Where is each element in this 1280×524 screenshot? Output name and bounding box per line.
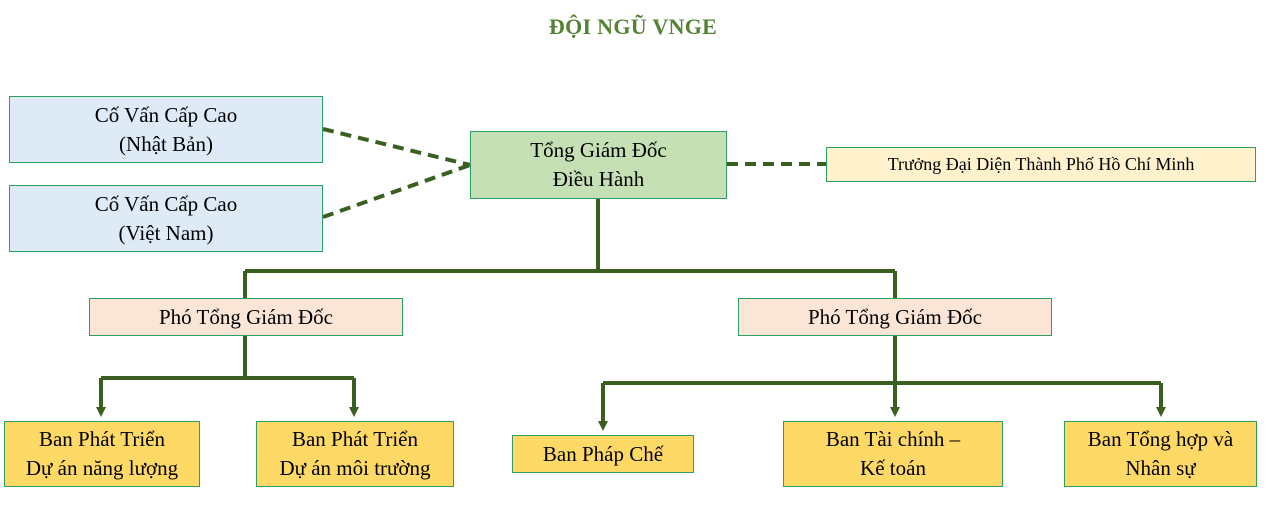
deputy-right-bracket	[603, 336, 1161, 385]
ceo-title-line2: Điều Hành	[552, 167, 645, 191]
deputy-right-box: Phó Tổng Giám Đốc	[738, 298, 1052, 336]
advisor-japan-dashed-link	[322, 127, 471, 167]
advisor-vietnam-country: (Việt Nam)	[118, 220, 214, 245]
dept-finance-line2: Kế toán	[860, 456, 926, 480]
advisor-vietnam-box: Cố Vấn Cấp Cao (Việt Nam)	[9, 185, 323, 252]
dept-environment-box: Ban Phát Triển Dự án môi trường	[256, 421, 454, 487]
diagram-title: ĐỘI NGŨ VNGE	[548, 14, 718, 39]
dept-energy-line2: Dự án năng lượng	[25, 456, 179, 480]
dept-environment-line1: Ban Phát Triển	[291, 427, 418, 451]
dept-legal-box: Ban Pháp Chế	[512, 435, 694, 473]
dept-finance-box: Ban Tài chính – Kế toán	[783, 421, 1003, 487]
dept-environment-line2: Dự án môi trường	[279, 456, 431, 480]
hcmc-rep-box: Trưởng Đại Diện Thành Phố Hồ Chí Minh	[826, 147, 1256, 182]
deputy-left-bracket	[101, 336, 354, 380]
advisor-vietnam-dashed-link	[322, 163, 471, 219]
deputy-right-label: Phó Tổng Giám Đốc	[807, 304, 983, 329]
dept-energy-box: Ban Phát Triển Dự án năng lượng	[4, 421, 200, 487]
advisor-japan-box: Cố Vấn Cấp Cao (Nhật Bản)	[9, 96, 323, 163]
dept-finance-line1: Ban Tài chính –	[825, 427, 961, 451]
advisor-japan-country: (Nhật Bản)	[119, 131, 213, 156]
advisor-vietnam-title: Cố Vấn Cấp Cao	[94, 191, 238, 216]
advisor-japan-title: Cố Vấn Cấp Cao	[94, 102, 238, 127]
dept-admin-hr-line1: Ban Tổng hợp và	[1087, 427, 1234, 451]
dept-legal-label: Ban Pháp Chế	[542, 441, 664, 466]
dept-admin-hr-line2: Nhân sự	[1125, 456, 1196, 480]
ceo-box: Tổng Giám Đốc Điều Hành	[470, 131, 727, 199]
ceo-title-line1: Tổng Giám Đốc	[530, 138, 667, 162]
dept-admin-hr-box: Ban Tổng hợp và Nhân sự	[1064, 421, 1257, 487]
deputy-left-label: Phó Tổng Giám Đốc	[158, 304, 334, 329]
deputy-left-box: Phó Tổng Giám Đốc	[89, 298, 403, 336]
hcmc-rep-label: Trưởng Đại Diện Thành Phố Hồ Chí Minh	[887, 154, 1195, 174]
dept-energy-line1: Ban Phát Triển	[38, 427, 165, 451]
ceo-to-deputies-connector	[243, 199, 897, 298]
